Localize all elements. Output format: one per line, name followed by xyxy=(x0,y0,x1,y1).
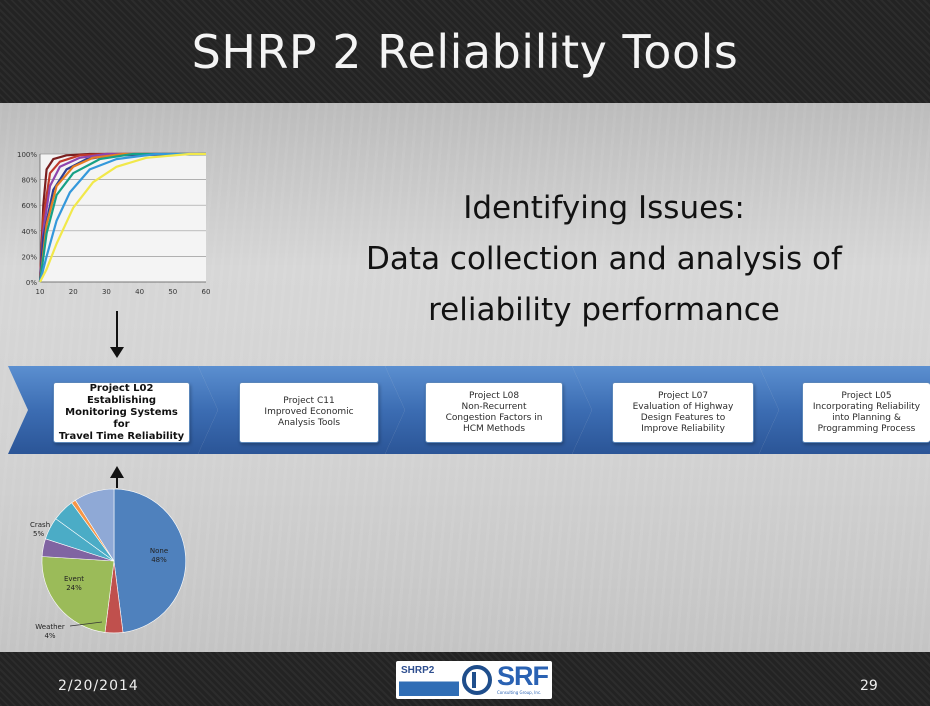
project-l07-line: Evaluation of Highway xyxy=(632,401,734,412)
series-line-6 xyxy=(38,152,206,283)
headline-line-3: reliability performance xyxy=(428,292,780,328)
y-tick-label: 80% xyxy=(21,177,37,185)
pie-percent-label: 5% xyxy=(33,530,44,538)
x-tick-label: 20 xyxy=(69,288,78,296)
pie-label: None xyxy=(150,547,168,555)
slide-title: SHRP 2 Reliability Tools xyxy=(191,24,739,79)
project-l02-line: Travel Time Reliability xyxy=(58,430,185,442)
headline: Identifying Issues: Data collection and … xyxy=(330,183,878,336)
shrp2-logo-text: SHRP2 xyxy=(401,665,435,676)
headline-line-1: Identifying Issues: xyxy=(463,190,745,226)
circle-logo-icon xyxy=(462,665,492,695)
footer-date: 2/20/2014 xyxy=(58,678,139,694)
project-l05-box: Project L05 Incorporating Reliability in… xyxy=(802,382,930,443)
project-l08-line: Project L08 xyxy=(468,390,520,401)
x-tick-label: 30 xyxy=(102,288,111,296)
y-tick-label: 60% xyxy=(21,202,37,210)
pie-label: Crash xyxy=(30,521,50,529)
pie-percent-label: 24% xyxy=(66,584,82,592)
project-l05-line: Project L05 xyxy=(841,390,892,401)
pie-label: Event xyxy=(64,575,84,583)
project-l05-line: Incorporating Reliability xyxy=(812,401,921,412)
title-bar: SHRP 2 Reliability Tools xyxy=(0,0,930,103)
project-l08-line: Non-Recurrent xyxy=(461,401,527,412)
y-tick-label: 0% xyxy=(26,279,37,287)
shrp2-logo: SHRP2 xyxy=(399,664,459,696)
sponsor-logos: SHRP2 SRF Consulting Group, Inc. xyxy=(396,661,552,699)
project-c11-line: Improved Economic xyxy=(264,407,354,417)
pie-slice-8 xyxy=(74,488,115,563)
pie-slice-1 xyxy=(113,488,187,633)
x-tick-label: 50 xyxy=(168,288,177,296)
weather-leader-line xyxy=(69,621,103,627)
y-tick-label: 100% xyxy=(17,151,37,159)
project-l02-line: Project L02 xyxy=(89,382,154,394)
pie-percent-label: 4% xyxy=(44,632,55,640)
series-line-5 xyxy=(38,152,206,283)
project-l07-box: Project L07 Evaluation of Highway Design… xyxy=(612,382,754,443)
project-l05-line: Programming Process xyxy=(817,423,916,434)
project-l02-line: Establishing xyxy=(86,394,157,406)
pie-slice-3 xyxy=(41,556,115,633)
srf-logo: SRF Consulting Group, Inc. xyxy=(495,661,549,696)
series-line-3 xyxy=(38,152,206,283)
y-tick-label: 20% xyxy=(21,253,37,261)
page-number: 29 xyxy=(860,678,878,694)
project-l07-line: Design Features to xyxy=(640,412,726,423)
pie-label: Weather xyxy=(35,623,65,631)
series-line-7 xyxy=(38,152,206,283)
project-c11-box: Project C11 Improved Economic Analysis T… xyxy=(239,382,379,443)
x-tick-label: 60 xyxy=(202,288,211,296)
project-l08-line: HCM Methods xyxy=(462,423,526,434)
project-c11-line: Project C11 xyxy=(283,396,335,406)
project-l08-box: Project L08 Non-Recurrent Congestion Fac… xyxy=(425,382,563,443)
cumulative-distribution-chart: 0% 20% 40% 60% 80% 100% 10 20 30 40 50 60 xyxy=(17,151,211,296)
series-line-8 xyxy=(39,152,206,283)
project-l07-line: Project L07 xyxy=(657,390,709,401)
project-l07-line: Improve Reliability xyxy=(641,423,725,434)
project-l02-line: Monitoring Systems for xyxy=(65,406,178,430)
project-c11-line: Analysis Tools xyxy=(277,418,341,428)
y-tick-label: 40% xyxy=(21,228,37,236)
srf-logo-subtext: Consulting Group, Inc. xyxy=(497,690,542,695)
x-tick-label: 10 xyxy=(36,288,45,296)
project-l05-line: into Planning & xyxy=(832,412,901,423)
srf-logo-text: SRF xyxy=(497,661,549,691)
project-l02-box: Project L02 Establishing Monitoring Syst… xyxy=(53,382,190,443)
x-tick-label: 40 xyxy=(135,288,144,296)
pie-percent-label: 48% xyxy=(151,556,167,564)
project-l08-line: Congestion Factors in xyxy=(445,412,543,423)
headline-line-2: Data collection and analysis of xyxy=(366,241,842,277)
